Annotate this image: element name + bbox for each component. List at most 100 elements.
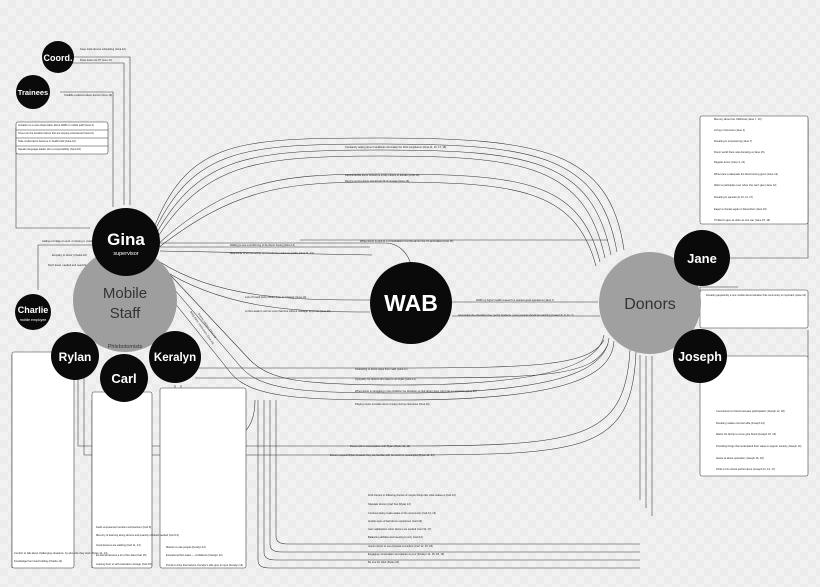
charlie-label: Charlie — [18, 305, 49, 315]
edge-label: Aware at about operation (Joseph 16, 18) — [716, 456, 764, 460]
edge-label: Thrilled to give as often as she can (Ja… — [714, 218, 770, 222]
edge-bottom-loop-2 — [263, 400, 640, 561]
node-mobile-staff: Mobile Staff Phlebotomists — [73, 248, 177, 352]
edge-gina-donors-diag-2 — [155, 267, 610, 394]
edge-label: Donating is special (Jo 10, 11, 17) — [714, 195, 753, 199]
node-joseph: Joseph — [673, 329, 727, 383]
edge-label: Donor world there was donating a (Jane 1… — [714, 150, 765, 154]
edge-label: When face a adequate the blood strong gi… — [714, 172, 778, 176]
edge-gina-wab-4 — [159, 261, 371, 301]
edge-gina-donors-5 — [157, 173, 601, 263]
edge-labels: Keep track donors scheduling (Gina 12) Dr… — [14, 47, 806, 567]
edge-label: Donating apparently a one mobile demonst… — [706, 293, 806, 297]
edge-label: Eager to donate again in December (Jane … — [714, 207, 767, 211]
edge-bottom-loop-4 — [275, 400, 640, 545]
edge-joseph-box — [738, 330, 809, 359]
edge-label: Donor reform conversation with Rylan (Ry… — [350, 444, 410, 448]
gina-sublabel: supervisor — [113, 251, 139, 257]
edge-leftbox-gina — [15, 128, 90, 229]
edge-label: WAB my higher health research is needed … — [476, 298, 554, 302]
edge-label: Wants his family to come give blood (Jos… — [716, 432, 776, 436]
rylan-label: Rylan — [59, 350, 92, 364]
edge-label: Gain satisfaction when donors are excite… — [368, 527, 431, 531]
edge-label: Invitation to a new observation about WA… — [18, 123, 94, 127]
edge-label: Empathy to donor (Charlie 16) — [52, 253, 87, 257]
edge-wab-gina-3 — [159, 250, 373, 256]
edge-label: Living in Kenmore (Jane 4) — [714, 128, 745, 132]
edge-label: Good lessons are walking (Carl 11, 14) — [96, 543, 141, 547]
donors-label: Donors — [624, 296, 676, 313]
edge-label: Feels empowered mentors and learners (Ca… — [96, 525, 151, 529]
keralyn-label: Keralyn — [154, 352, 196, 364]
edge-label: Drive ticket (A1 P7 Gina 17) — [80, 58, 112, 62]
edge-label: Appreciate the education they get for st… — [458, 313, 574, 317]
edge-gina-wab-5 — [159, 267, 371, 313]
edge-label: Comfort to talk about challenging situat… — [14, 551, 108, 555]
node-rylan: Rylan — [51, 332, 99, 380]
edge-label: Sympathy for donors who have to sit Ryla… — [355, 377, 416, 381]
charlie-sublabel: mobile employee — [20, 318, 47, 322]
node-charlie: Charlie mobile employee — [15, 294, 51, 330]
edge-label: Recommend a donor should not 'fit' 8 min… — [345, 179, 409, 183]
edge-label: Providing things that understand their v… — [716, 444, 801, 448]
edge-label: Memory about her childhood (Jane 7, 10) — [714, 117, 762, 121]
edge-label: Continue being made aware of the communi… — [368, 511, 436, 515]
node-coord: Coord. — [42, 41, 74, 73]
edge-donors-mobile-2 — [195, 343, 609, 379]
edge-coord-gina-2 — [72, 62, 125, 205]
node-donors: Donors — [599, 252, 701, 354]
edge-gina-donors-diag-1 — [157, 261, 605, 386]
edge-label: Find interest in following donors of may… — [368, 493, 456, 497]
edge-label: Be tour for what (Rylan 10) — [368, 560, 399, 564]
edge-label: Engaging conversation and places at your… — [368, 552, 444, 556]
edge-label: Don't travel, needed and need them here … — [48, 263, 109, 267]
edge-label: Playing music provides donor privacy dur… — [355, 402, 430, 406]
edge-label: At the Leader's cart no more that time w… — [245, 309, 331, 313]
mobile-staff-sublabel: Phlebotomists — [108, 344, 143, 350]
node-wab: WAB — [370, 262, 452, 344]
carl-label: Carl — [111, 371, 136, 386]
mobile-staff-label-2: Staff — [110, 305, 141, 322]
edge-trainees-gina — [60, 91, 114, 207]
edge-label: Avoids signs of bad donor experience (Ca… — [368, 519, 422, 523]
node-jane: Jane — [674, 230, 730, 286]
coord-label: Coord. — [44, 53, 73, 63]
edge-coord-gina-1 — [72, 56, 131, 205]
joseph-box — [699, 355, 809, 477]
rylan-box — [11, 351, 75, 569]
gina-label: Gina — [107, 230, 145, 249]
edge-label: Calling to bridge or send, on Giving it,… — [42, 239, 123, 243]
edge-label: Pride in his school performance (Joseph … — [716, 467, 775, 471]
edge-donors-rylan-2 — [83, 351, 637, 456]
edge-gina-donors-2 — [154, 143, 618, 253]
edge-gina-donors-6 — [157, 181, 597, 267]
edge-gina-donors-1 — [154, 137, 625, 251]
jane-label: Jane — [687, 251, 717, 266]
trainees-label: Trainees — [18, 88, 48, 97]
keralyn-box — [159, 387, 247, 569]
joseph-label: Joseph — [678, 350, 722, 364]
edge-label: Emotional lessons a lot of fire data (Ca… — [96, 553, 147, 557]
edge-gina-donors-diag-3 — [149, 271, 615, 401]
edge-label: Mission to ask people (Keralyn 12) — [166, 545, 206, 549]
edge-bottom-loop-3 — [269, 400, 640, 553]
wab-label: WAB — [384, 290, 438, 316]
node-gina: Gina supervisor — [92, 208, 160, 276]
edge-label: Leaving here to self restoration storage… — [96, 562, 152, 566]
carl-box — [91, 391, 153, 569]
edge-label: Constantly asking donor handbook informa… — [345, 145, 446, 149]
edge-label: Regular donor (Jane 3, 14) — [714, 160, 745, 164]
edge-label: Balancing abilities and keeping to only … — [368, 535, 423, 539]
edge-label: Donating makes one feel able (Joseph 14) — [716, 421, 765, 425]
edge-label: Magnitude of accountability and timeline… — [230, 251, 314, 255]
edge-label: Keep track donors scheduling (Gina 12) — [80, 47, 126, 51]
edge-label: Take credential to become in health fiel… — [18, 139, 76, 143]
edge-label: When donor is struggling in the conditio… — [355, 389, 477, 393]
edge-label: Credible evidence about donors (Gina 18) — [64, 93, 112, 97]
edge-bottom-loop-1 — [257, 400, 640, 569]
edge-label: Commitment to blood increase participati… — [716, 409, 785, 413]
edge-gina-donors-3 — [155, 149, 612, 256]
edge-charlie-gina — [37, 244, 95, 290]
edge-label: Want to participate ever when she can't … — [714, 183, 777, 187]
